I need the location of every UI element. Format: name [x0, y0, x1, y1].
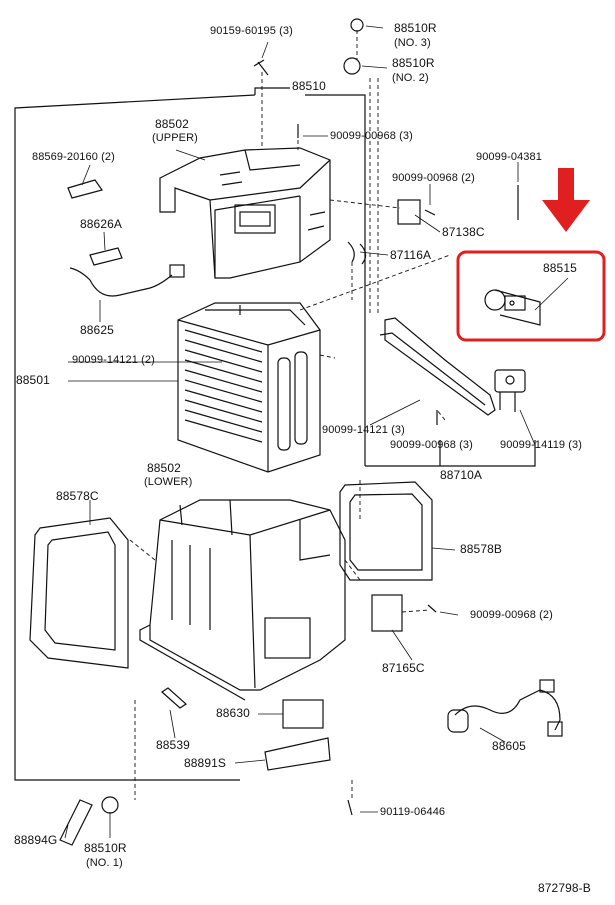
label-88578b: 88578B	[460, 542, 502, 556]
label-90099-00968-2b: 90099-00968 (2)	[470, 609, 553, 621]
label-90099-14121-2: 90099-14121 (2)	[72, 354, 155, 366]
screw-90159	[253, 59, 269, 76]
label-88578c: 88578C	[56, 489, 99, 503]
label-88625: 88625	[80, 323, 114, 337]
clamp-88626a-drawing	[89, 247, 123, 266]
label-lower: (LOWER)	[144, 476, 193, 488]
clip-88891s-drawing	[264, 737, 331, 771]
harness-88605-drawing	[454, 689, 561, 731]
red-highlight-box	[456, 250, 606, 342]
screw-90119	[347, 799, 353, 816]
grommet-no1	[101, 796, 119, 814]
clamp-88569-drawing	[67, 179, 103, 199]
label-88539: 88539	[156, 738, 190, 752]
label-88510r-no2: 88510R	[392, 56, 435, 70]
label-90099-00968-2a: 90099-00968 (2)	[392, 172, 475, 184]
highlight	[456, 168, 606, 342]
label-88605: 88605	[492, 739, 526, 753]
bracket-88630-drawing	[282, 699, 324, 729]
label-88630: 88630	[216, 706, 250, 720]
label-90099-00968-3: 90099-00968 (3)	[390, 439, 473, 451]
label-88502-upper: 88502	[155, 117, 189, 131]
label-no3: (NO. 3)	[394, 37, 431, 49]
label-88510: 88510	[292, 79, 326, 93]
label-90159-60195: 90159-60195 (3)	[210, 25, 293, 37]
label-no2: (NO. 2)	[392, 72, 429, 84]
clip-87116a-drawing	[347, 241, 367, 265]
label-88894g: 88894G	[14, 833, 58, 847]
drain-hose-88894g-drawing	[59, 799, 93, 846]
red-arrow-icon	[542, 168, 590, 232]
label-87165c: 87165C	[382, 661, 425, 675]
expansion-valve-drawing	[484, 289, 541, 326]
label-87116a: 87116A	[390, 248, 432, 262]
label-88891s: 88891S	[184, 756, 226, 770]
label-upper: (UPPER)	[152, 132, 198, 144]
evaporator-drawing	[177, 302, 321, 473]
label-88501: 88501	[16, 373, 50, 387]
screw-90099-00968-2a	[424, 209, 436, 216]
seal-88578b-drawing	[339, 481, 433, 581]
sensor-88539-drawing	[161, 687, 187, 709]
label-90099-14119: 90099-14119 (3)	[500, 439, 583, 451]
label-88710a: 88710A	[440, 468, 482, 482]
lower-case-drawing	[139, 499, 346, 701]
grommet-no3	[350, 18, 364, 32]
harness-88625-drawing	[69, 267, 173, 297]
assembly-bracket	[14, 94, 256, 781]
label-90099-14121-3: 90099-14121 (3)	[322, 424, 405, 436]
label-88502-lower: 88502	[147, 461, 181, 475]
seal-88578c-drawing	[29, 517, 129, 669]
label-88510r-no1: 88510R	[84, 841, 127, 855]
diagram-reference-number: 872798-B	[538, 881, 591, 895]
pipe-assembly-drawing	[379, 317, 526, 416]
resistor-87165c-drawing	[371, 594, 403, 632]
label-88515: 88515	[543, 261, 577, 275]
label-88510r-no3: 88510R	[394, 21, 437, 35]
label-90119-06446: 90119-06446	[380, 806, 446, 818]
label-90099-00968-top: 90099-00968 (3)	[330, 130, 413, 142]
upper-case-drawing	[159, 147, 331, 279]
screw-90099-00968-2b	[427, 604, 437, 613]
amplifier-87138c-drawing	[397, 199, 421, 225]
grommet-no2	[343, 57, 361, 75]
label-88569-20160: 88569-20160 (2)	[32, 151, 115, 163]
label-90099-04381: 90099-04381	[476, 151, 542, 163]
label-87138c: 87138C	[442, 225, 485, 239]
label-no1: (NO. 1)	[86, 857, 123, 869]
label-88626a: 88626A	[80, 217, 122, 231]
